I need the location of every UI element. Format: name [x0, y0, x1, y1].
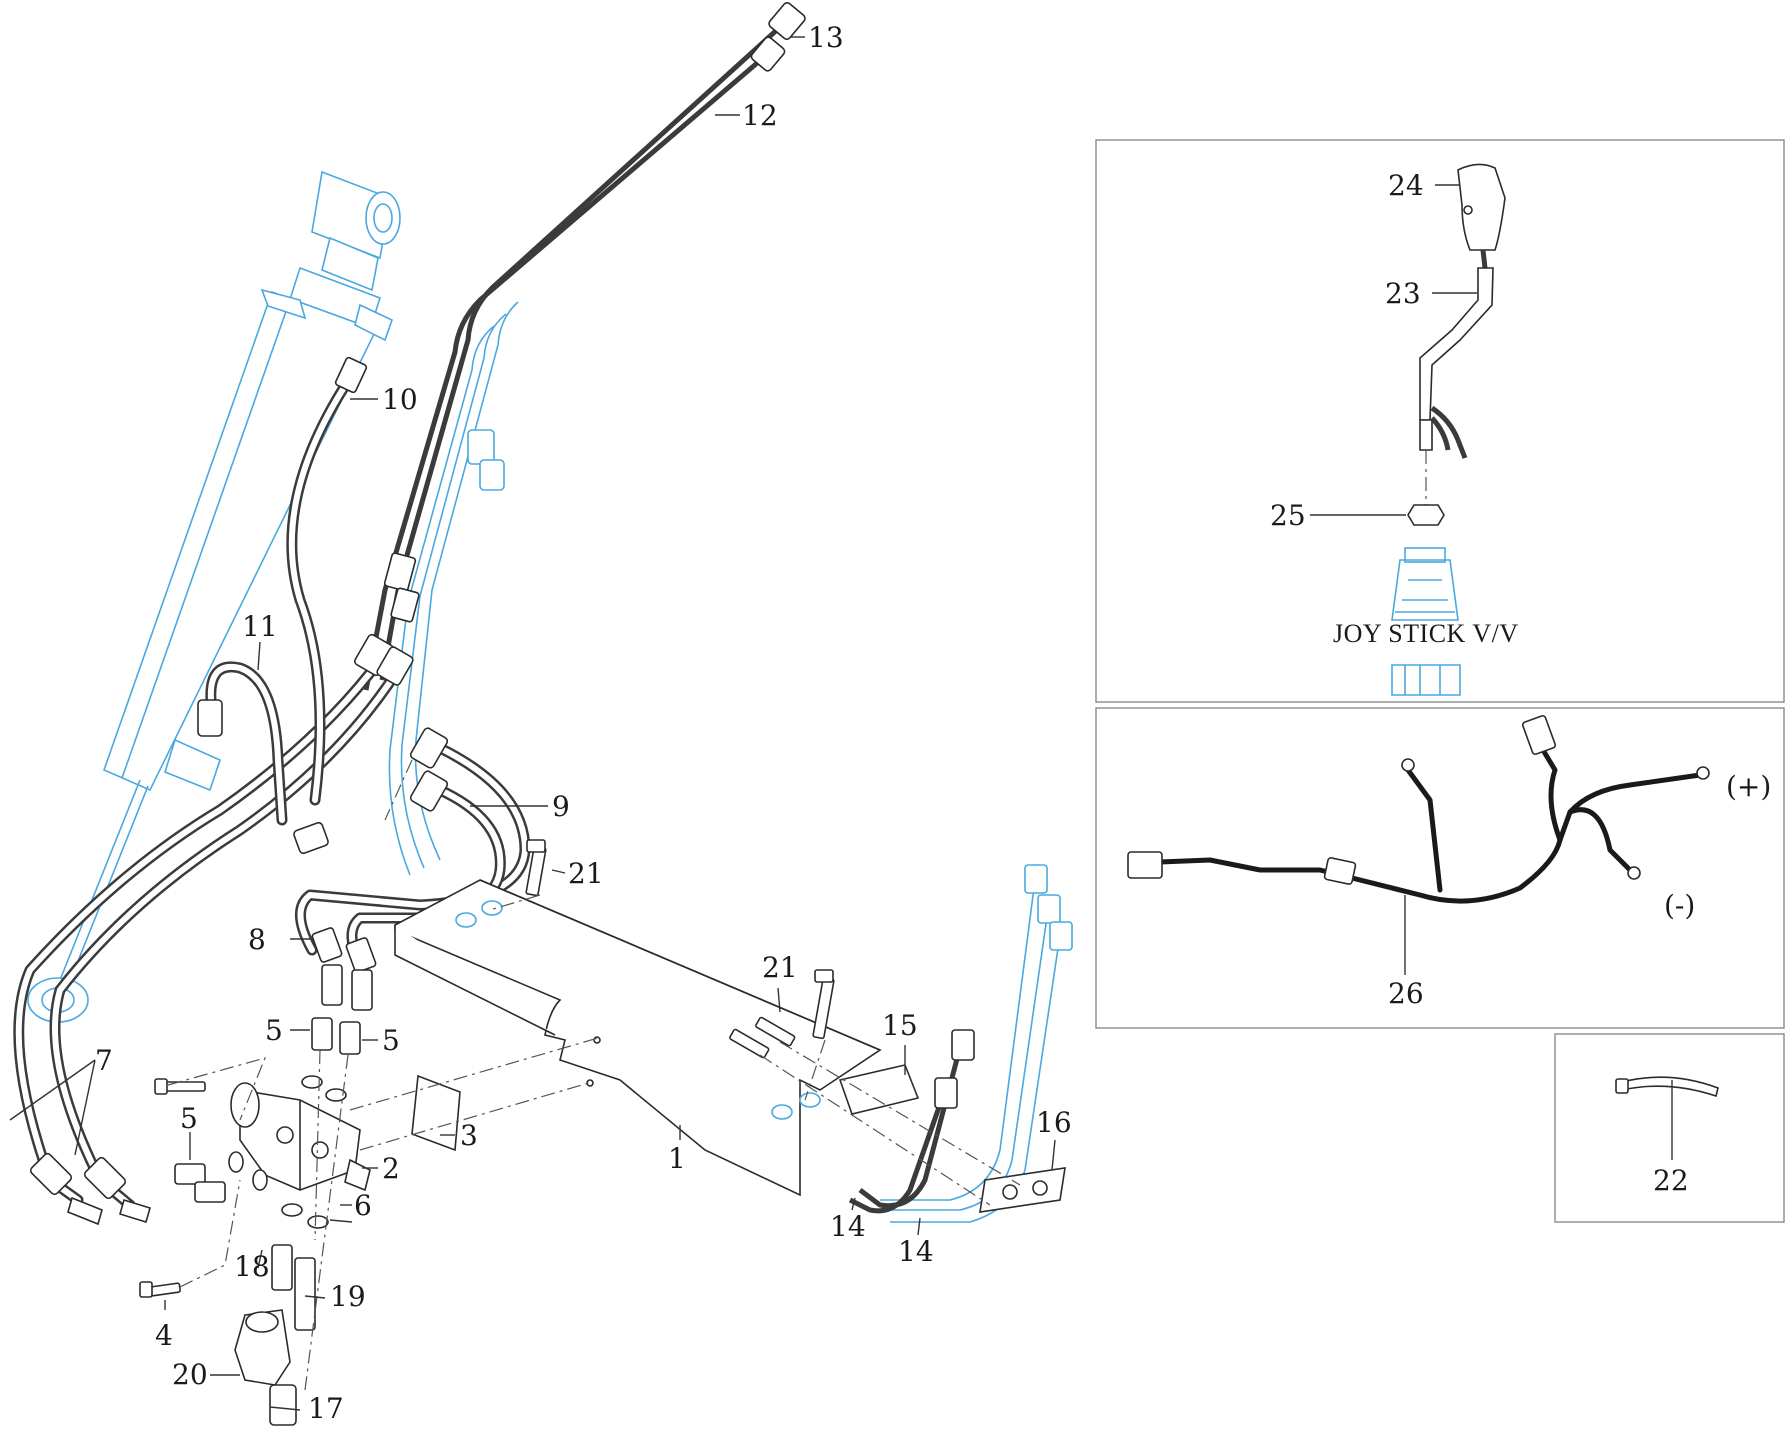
joystick-knob [1457, 163, 1506, 251]
callout-26: 22 [1653, 1164, 1689, 1197]
callout-1: 1 [668, 1142, 686, 1175]
cable-tie-panel: 22 [1554, 1033, 1785, 1223]
callout-14b: 11 [242, 610, 278, 643]
label-positive: (+) [1726, 770, 1771, 803]
callout-17: 14 [898, 1235, 934, 1268]
callout-2: 2 [382, 1152, 400, 1185]
bolts-4 [139, 1078, 206, 1298]
steel-pipes-15-16 [363, 1, 806, 876]
mounting-bracket [394, 879, 882, 1197]
hex-nut [1407, 504, 1445, 526]
fittings [174, 1017, 361, 1331]
callout-18: 14 [830, 1210, 866, 1243]
cable-tie [1621, 1076, 1719, 1098]
callout-21a: 21 [568, 857, 604, 890]
callout-11: 7 [95, 1044, 113, 1077]
callout-13: 9 [552, 790, 570, 823]
callout-5c: 5 [180, 1102, 198, 1135]
callout-9: 17 [308, 1392, 344, 1425]
callout-16: 13 [808, 21, 844, 54]
bolts-21 [525, 839, 835, 1059]
hoses-14 [197, 356, 368, 855]
hoses-11 [13, 633, 414, 1226]
callout-8: 6 [354, 1189, 372, 1222]
wiring-harness [1157, 772, 1703, 904]
joystick-panel: 24 23 25 JOY STICK V/V [1095, 139, 1785, 703]
callout-4: 4 [155, 1319, 173, 1352]
callout-19: 15 [882, 1009, 918, 1042]
callout-21b: 21 [762, 951, 798, 984]
callout-15: 12 [742, 99, 778, 132]
callout-20: 16 [1036, 1106, 1072, 1139]
callout-23: 24 [1388, 169, 1424, 202]
callout-22: 23 [1385, 277, 1421, 310]
callout-14a: 10 [382, 383, 418, 416]
joystick-caption: JOY STICK V/V [1333, 619, 1519, 648]
relief-valve [234, 1309, 297, 1426]
callout-25: 26 [1388, 977, 1424, 1010]
callout-24: 25 [1270, 499, 1306, 532]
control-valve [230, 1082, 371, 1192]
main-callouts: 13 12 10 11 9 21 8 5 5 7 5 2 3 6 1 14 14… [9, 21, 1072, 1425]
callout-7: 19 [330, 1280, 366, 1313]
clamp-20 [979, 1167, 1066, 1213]
assembly-lines [167, 759, 1021, 1391]
boom-cylinder-reference [27, 170, 401, 1023]
callout-5a: 5 [265, 1014, 283, 1047]
clamp-19 [838, 1064, 920, 1115]
harness-panel: 26 (+) (-) [1095, 707, 1785, 1029]
callout-3: 3 [460, 1119, 478, 1152]
callout-6: 18 [234, 1250, 270, 1283]
callout-5b: 5 [382, 1024, 400, 1057]
label-negative: (-) [1664, 889, 1695, 922]
callout-10: 20 [172, 1358, 208, 1391]
callout-12: 8 [248, 923, 266, 956]
pipes-17-18 [848, 864, 1073, 1223]
cover-plate [411, 1074, 461, 1152]
